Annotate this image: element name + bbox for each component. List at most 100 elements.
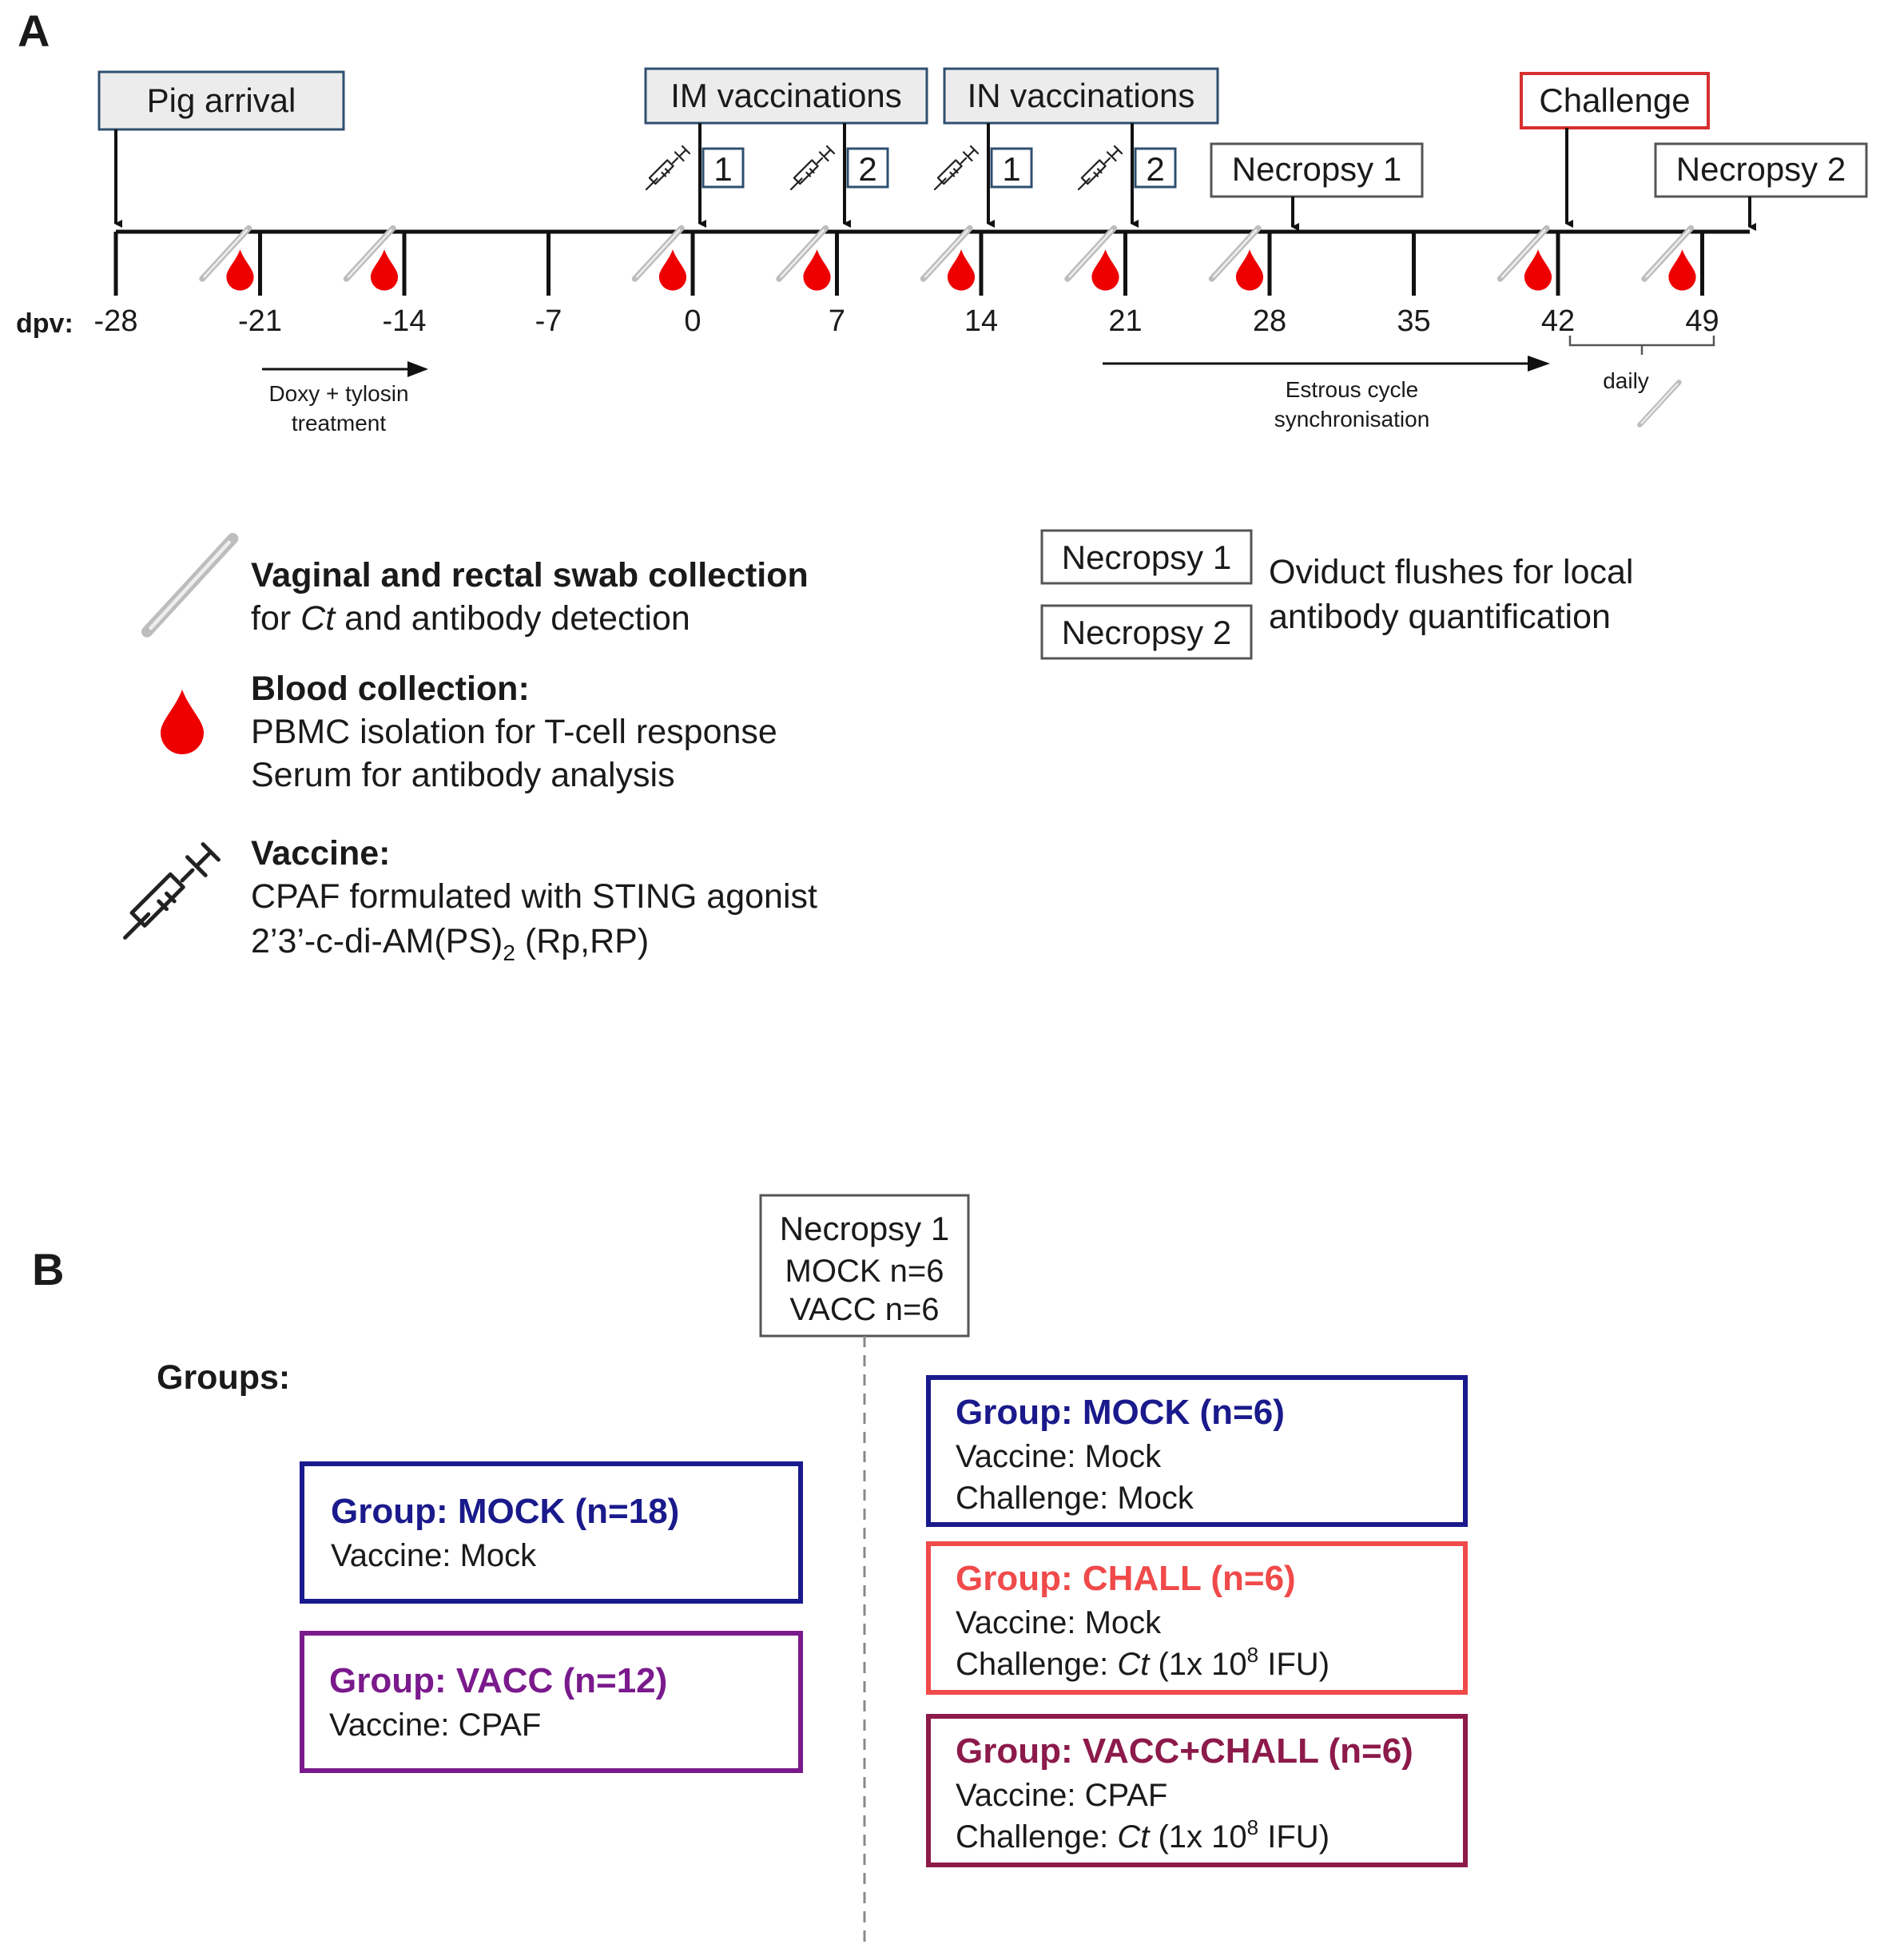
event-in-vaccinations: IN vaccinations [943,67,1219,125]
svg-text:Blood collection:: Blood collection: [251,670,530,708]
event-challenge: Challenge [1520,72,1710,228]
svg-text:Group: MOCK (n=6): Group: MOCK (n=6) [956,1393,1285,1432]
dose-in-1: 1 [933,145,1033,191]
blood-drop-icon [1091,249,1119,291]
dose-im-2: 2 [789,145,889,191]
svg-text:Necropsy 2: Necropsy 2 [1676,150,1846,188]
svg-text:Challenge: Ct (1x 108 IFU): Challenge: Ct (1x 108 IFU) [956,1815,1330,1855]
sample-icons [202,229,1696,291]
blood-drop-icon [1235,249,1264,291]
svg-text:2’3’-c-di-AM(PS)2 (Rp,RP): 2’3’-c-di-AM(PS)2 (Rp,RP) [251,922,649,965]
svg-text:Oviduct flushes for local: Oviduct flushes for local [1269,553,1633,591]
treatment-arrow: Doxy + tylosin treatment [262,361,428,435]
group-box-vacc-chall-6: Group: VACC+CHALL (n=6) Vaccine: CPAF Ch… [926,1714,1468,1867]
svg-text:2: 2 [858,150,876,188]
event-im-vaccinations: IM vaccinations [644,67,928,125]
svg-text:for Ct and antibody detection: for Ct and antibody detection [251,599,690,638]
blood-drop-icon [947,249,976,291]
svg-text:Group: VACC+CHALL (n=6): Group: VACC+CHALL (n=6) [956,1731,1413,1771]
dose-im-1: 1 [645,145,745,191]
svg-text:Vaccine: CPAF: Vaccine: CPAF [956,1778,1167,1813]
blood-drop-icon [226,249,254,291]
group-box-chall-6: Group: CHALL (n=6) Vaccine: Mock Challen… [926,1541,1468,1695]
groups-heading: Groups: [157,1358,290,1397]
svg-text:Necropsy 1: Necropsy 1 [1232,150,1401,188]
event-pig-arrival: Pig arrival [97,70,345,228]
event-necropsy-1: Necropsy 1 [1210,142,1424,231]
tick-label: 7 [829,304,845,338]
svg-text:Group: VACC (n=12): Group: VACC (n=12) [329,1661,667,1700]
group-box-vacc-12: Group: VACC (n=12) Vaccine: CPAF [300,1631,803,1773]
svg-text:treatment: treatment [292,411,386,435]
tick-label: 0 [684,304,701,338]
blood-drop-icon [1668,249,1696,291]
svg-text:Estrous cycle: Estrous cycle [1286,377,1419,402]
dose-in-2: 2 [1077,145,1177,191]
tick-label: -28 [94,304,138,338]
syringe-icon [645,145,691,191]
axis-prefix: dpv: [16,308,74,339]
tick-label: -14 [383,304,427,338]
swab-icon [147,539,233,632]
svg-text:Serum for antibody analysis: Serum for antibody analysis [251,756,675,794]
tick-label: 14 [964,304,998,338]
group-box-mock-18: Group: MOCK (n=18) Vaccine: Mock [300,1461,803,1604]
tick-label: -7 [535,304,562,338]
svg-text:Necropsy 1: Necropsy 1 [780,1210,949,1247]
syringe-icon [789,145,836,191]
event-necropsy-2: Necropsy 2 [1654,142,1868,231]
tick-label: 35 [1397,304,1430,338]
svg-text:Challenge: Mock: Challenge: Mock [956,1481,1194,1516]
svg-text:Vaginal and rectal swab collec: Vaginal and rectal swab collection [251,556,809,594]
tick-labels: -28 -21 -14 -7 0 7 14 21 28 35 42 49 [94,304,1719,338]
syringe-icon [933,145,980,191]
svg-text:Vaccine:: Vaccine: [251,834,391,873]
group-box-mock-6: Group: MOCK (n=6) Vaccine: Mock Challeng… [926,1375,1468,1527]
tick-label: 42 [1541,304,1575,338]
panel-a-label: A [18,6,50,56]
svg-text:Vaccine: Mock: Vaccine: Mock [331,1538,537,1573]
svg-text:daily: daily [1603,368,1649,393]
blood-drop-icon [658,249,687,291]
blood-drop-icon [803,249,831,291]
svg-text:Vaccine: Mock: Vaccine: Mock [956,1439,1162,1474]
estrous-arrow: Estrous cycle synchronisation [1103,356,1550,431]
svg-text:IN vaccinations: IN vaccinations [968,77,1195,114]
daily-bracket: daily [1568,336,1715,425]
svg-text:CPAF formulated with STING ago: CPAF formulated with STING agonist [251,877,817,916]
svg-text:MOCK n=6: MOCK n=6 [785,1254,944,1289]
svg-text:VACC n=6: VACC n=6 [789,1292,939,1327]
vaccination-arrows [698,123,1139,228]
svg-text:Vaccine: CPAF: Vaccine: CPAF [329,1708,541,1743]
syringe-icon [125,845,219,938]
svg-text:Challenge: Challenge [1539,82,1690,119]
svg-text:Vaccine: Mock: Vaccine: Mock [956,1605,1162,1640]
tick-label: -21 [238,304,282,338]
tick-label: 49 [1685,304,1719,338]
blood-drop-icon [1524,249,1552,291]
svg-text:Doxy + tylosin: Doxy + tylosin [268,381,408,406]
svg-text:1: 1 [1002,150,1020,188]
syringe-icon [1077,145,1123,191]
svg-text:IM vaccinations: IM vaccinations [670,77,901,114]
svg-text:antibody quantification: antibody quantification [1269,598,1611,636]
blood-drop-icon [161,690,204,754]
svg-text:Necropsy 2: Necropsy 2 [1062,614,1231,651]
panel-b-label: B [32,1244,64,1294]
svg-text:synchronisation: synchronisation [1274,407,1430,431]
tick-label: 21 [1108,304,1142,338]
svg-text:Necropsy 1: Necropsy 1 [1062,539,1231,576]
svg-text:1: 1 [713,150,732,188]
svg-text:PBMC isolation for T-cell resp: PBMC isolation for T-cell response [251,713,777,751]
legend: Vaginal and rectal swab collection for C… [125,529,1633,965]
svg-text:2: 2 [1146,150,1164,188]
svg-text:Group: MOCK (n=18): Group: MOCK (n=18) [331,1492,679,1531]
svg-text:Group: CHALL (n=6): Group: CHALL (n=6) [956,1559,1296,1598]
svg-text:Challenge: Ct (1x 108 IFU): Challenge: Ct (1x 108 IFU) [956,1643,1330,1682]
necropsy-box: Necropsy 1 MOCK n=6 VACC n=6 [759,1194,970,1338]
blood-drop-icon [370,249,399,291]
svg-text:Pig arrival: Pig arrival [147,82,296,119]
tick-label: 28 [1253,304,1286,338]
